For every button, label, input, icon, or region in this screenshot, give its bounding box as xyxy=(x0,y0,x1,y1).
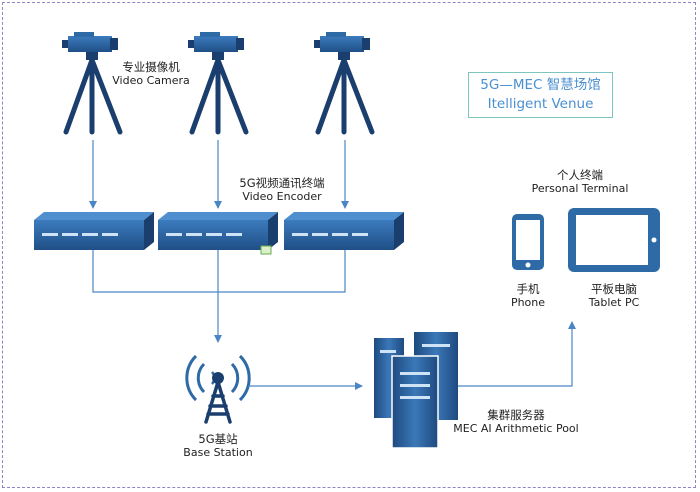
encoder-merge-line xyxy=(92,250,346,293)
video-camera-icon xyxy=(314,32,375,135)
personal-terminal-label-cn: 个人终端 xyxy=(557,168,603,182)
phone-label-en: Phone xyxy=(510,296,546,309)
encoder-device-icon xyxy=(34,212,154,250)
encoder-device-icon xyxy=(158,212,278,255)
phone-label: 手机 Phone xyxy=(502,282,554,310)
phone-icon xyxy=(512,214,544,270)
venue-title-line1: 5G—MEC 智慧场馆 xyxy=(480,77,601,93)
server-to-terminal-arrow xyxy=(458,321,576,387)
personal-terminal-label: 个人终端 Personal Terminal xyxy=(518,168,642,196)
venue-title-line2: Itelligent Venue xyxy=(487,96,594,112)
phone-label-cn: 手机 xyxy=(516,282,540,296)
tablet-label: 平板电脑 Tablet PC xyxy=(574,282,654,310)
video-camera-icon xyxy=(62,32,123,135)
encoder-device-icon xyxy=(284,212,404,250)
base-station-label-en: Base Station xyxy=(183,446,253,459)
encoder-label-en: Video Encoder xyxy=(242,190,322,203)
diagram-frame xyxy=(2,2,696,488)
base-station-label-cn: 5G基站 xyxy=(198,432,238,446)
server-label-en: MEC AI Arithmetic Pool xyxy=(453,422,579,435)
encoder-label-cn: 5G视频通讯终端 xyxy=(239,176,325,190)
encoder-label: 5G视频通讯终端 Video Encoder xyxy=(218,176,346,204)
camera-label-cn: 专业摄像机 xyxy=(122,60,180,74)
tablet-icon xyxy=(568,208,660,272)
server-cluster-icon xyxy=(374,332,458,449)
server-label-cn: 集群服务器 xyxy=(487,408,545,422)
camera-label: 专业摄像机 Video Camera xyxy=(96,60,206,88)
server-label: 集群服务器 MEC AI Arithmetic Pool xyxy=(446,408,586,436)
camera-label-en: Video Camera xyxy=(112,74,190,87)
personal-terminal-label-en: Personal Terminal xyxy=(531,182,629,195)
video-camera-icon xyxy=(188,32,249,135)
base-station-icon xyxy=(185,354,251,424)
base-station-label: 5G基站 Base Station xyxy=(170,432,266,460)
venue-title-box: 5G—MEC 智慧场馆 Itelligent Venue xyxy=(468,72,613,118)
tablet-label-cn: 平板电脑 xyxy=(591,282,637,296)
tablet-label-en: Tablet PC xyxy=(588,296,640,309)
